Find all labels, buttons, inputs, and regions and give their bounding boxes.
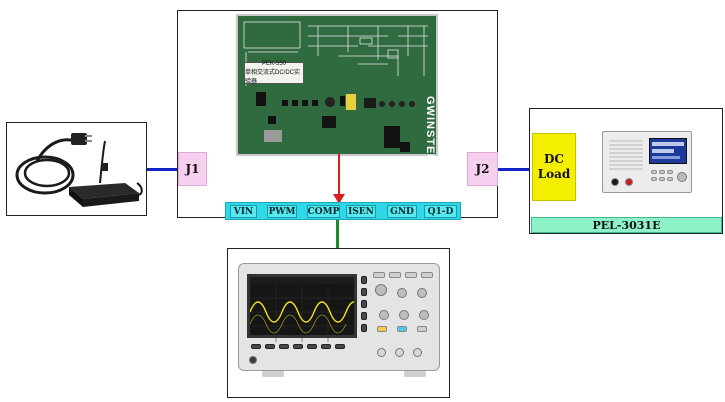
adapter-to-j1-line xyxy=(147,168,180,171)
scope-softkey-3[interactable] xyxy=(279,344,289,349)
load-key-6[interactable] xyxy=(667,177,673,181)
signal-comp: COMP xyxy=(307,205,340,218)
pek-550-board: PEK-550 单相交流式DC/DC实验器 GWINSTEK xyxy=(236,14,438,164)
scope-waveform xyxy=(250,284,354,342)
signal-gnd: GND xyxy=(387,205,417,218)
scope-side-key-3[interactable] xyxy=(361,300,367,308)
load-key-2[interactable] xyxy=(659,170,665,174)
electronic-load-screen xyxy=(649,138,687,164)
scope-ext-input xyxy=(413,348,422,357)
scope-softkey-5[interactable] xyxy=(307,344,317,349)
signal-isen: ISEN xyxy=(346,205,376,218)
load-rotary-knob[interactable] xyxy=(677,172,687,182)
board-traces xyxy=(243,21,428,152)
j2-connector: J2 xyxy=(467,152,498,186)
j1-connector: J1 xyxy=(178,152,207,186)
scope-softkey-1[interactable] xyxy=(251,344,261,349)
power-adapter-image xyxy=(15,133,143,207)
scope-side-key-2[interactable] xyxy=(361,288,367,296)
load-key-5[interactable] xyxy=(659,177,665,181)
scope-ch1-knob[interactable] xyxy=(379,310,389,320)
load-key-4[interactable] xyxy=(651,177,657,181)
oscilloscope-body xyxy=(238,263,440,371)
board-model: PEK-550 xyxy=(261,60,286,67)
scope-side-key-5[interactable] xyxy=(361,324,367,332)
scope-softkey-6[interactable] xyxy=(321,344,331,349)
scope-side-key-1[interactable] xyxy=(361,276,367,284)
signal-pwm: PWM xyxy=(267,205,297,218)
electronic-load-vent xyxy=(609,140,643,170)
signal-vin: VIN xyxy=(230,205,257,218)
electronic-load-body xyxy=(602,131,692,193)
load-key-1[interactable] xyxy=(651,170,657,174)
scope-ch1-button[interactable] xyxy=(377,326,387,332)
load-key-3[interactable] xyxy=(667,170,673,174)
signal-strip: VIN PWM COMP ISEN GND Q1-D xyxy=(225,202,461,220)
electronic-load-readout xyxy=(652,142,684,159)
dc-load-frame: DC Load PEL-3031E xyxy=(529,108,723,234)
j1-label: J1 xyxy=(185,162,200,176)
scope-ch1-input xyxy=(377,348,386,357)
scope-status-bar xyxy=(250,277,354,284)
probe-arrow xyxy=(333,154,345,204)
scope-position-knob[interactable] xyxy=(397,288,407,298)
scope-key-d[interactable] xyxy=(421,272,433,278)
scope-foot-right xyxy=(404,371,426,377)
j2-to-dc-load-line xyxy=(498,168,532,171)
scope-softkey-7[interactable] xyxy=(335,344,345,349)
scope-power-button[interactable] xyxy=(249,356,257,364)
strip-to-scope-line xyxy=(336,220,339,248)
load-terminal-positive xyxy=(625,178,633,186)
scope-variable-knob[interactable] xyxy=(375,284,387,296)
scope-key-a[interactable] xyxy=(373,272,385,278)
load-terminal-negative xyxy=(611,178,619,186)
scope-timebase-knob[interactable] xyxy=(417,288,427,298)
scope-key-c[interactable] xyxy=(405,272,417,278)
scope-trigger-knob[interactable] xyxy=(419,310,429,320)
signal-q1d: Q1-D xyxy=(424,205,457,218)
pel-3031e-label: PEL-3031E xyxy=(531,217,722,233)
scope-ch2-button[interactable] xyxy=(397,326,407,332)
board-subtitle: 单相交流式DC/DC实验器 xyxy=(245,69,300,85)
scope-ch2-knob[interactable] xyxy=(399,310,409,320)
scope-ch2-input xyxy=(395,348,404,357)
scope-trigger-button[interactable] xyxy=(417,326,427,332)
scope-side-key-4[interactable] xyxy=(361,312,367,320)
scope-softkey-2[interactable] xyxy=(265,344,275,349)
j2-label: J2 xyxy=(475,162,490,176)
power-adapter-frame xyxy=(6,122,147,216)
dc-load-box: DC Load xyxy=(532,133,576,201)
board-brand: GWINSTEK xyxy=(424,96,436,164)
board-model-label: PEK-550 单相交流式DC/DC实验器 xyxy=(244,60,304,85)
oscilloscope-screen xyxy=(247,274,357,342)
oscilloscope-frame xyxy=(227,248,450,398)
scope-softkey-4[interactable] xyxy=(293,344,303,349)
scope-key-b[interactable] xyxy=(389,272,401,278)
scope-foot-left xyxy=(262,371,284,377)
